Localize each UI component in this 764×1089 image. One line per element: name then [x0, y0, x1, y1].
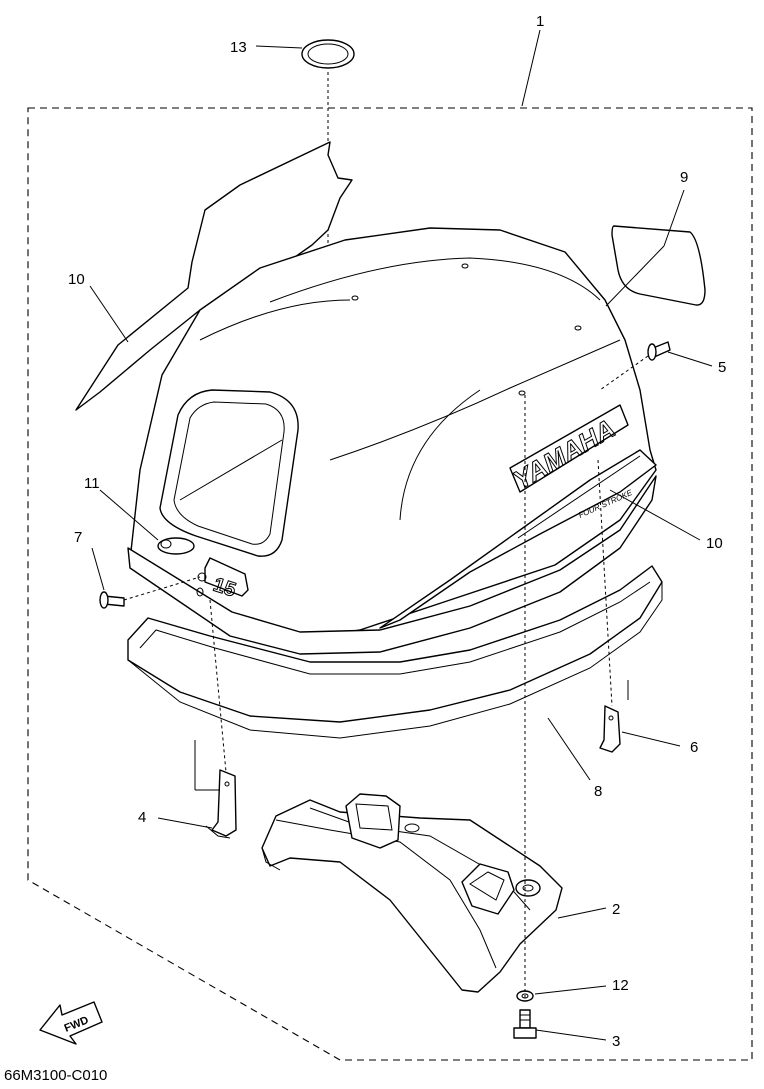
- callout-6: 6: [690, 739, 698, 756]
- part-2-frame[interactable]: [261, 793, 563, 993]
- callout-5: 5: [718, 359, 726, 376]
- callout-2: 2: [612, 901, 620, 918]
- fwd-arrow-icon: FWD: [39, 1001, 103, 1045]
- part-10-side-stripe-decal[interactable]: [379, 449, 657, 629]
- alignment-line-7: [123, 576, 201, 601]
- part-6-bracket[interactable]: [599, 705, 621, 753]
- drawing-code: 66M3100-C010: [4, 1067, 107, 1084]
- callout-4: 4: [138, 809, 146, 826]
- grommet-hole: [197, 572, 207, 582]
- part-3-bolt[interactable]: [513, 1009, 537, 1039]
- callout-13: 13: [230, 39, 247, 56]
- part-11-emblem[interactable]: [157, 537, 195, 555]
- part-5-rivet[interactable]: [647, 341, 671, 361]
- callout-8: 8: [594, 783, 602, 800]
- leader-lines: [89, 29, 713, 1041]
- callout-10-side: 10: [706, 535, 723, 552]
- alignment-line-4: [209, 599, 227, 773]
- callout-9: 9: [680, 169, 688, 186]
- part-8-cowling-seal[interactable]: [127, 565, 663, 739]
- callout-10-upper: 10: [68, 271, 85, 288]
- callout-3: 3: [612, 1033, 620, 1050]
- callout-12: 12: [612, 977, 629, 994]
- part-13-seal-ring[interactable]: [301, 39, 355, 69]
- part-7-rivet[interactable]: [99, 591, 125, 609]
- callout-1: 1: [536, 13, 544, 30]
- part-9-plate[interactable]: [611, 225, 706, 306]
- assembly-boundary: [27, 107, 753, 1061]
- callout-7: 7: [74, 529, 82, 546]
- alignment-line-5: [599, 355, 649, 391]
- callout-11: 11: [84, 475, 100, 492]
- part-4-bracket[interactable]: [205, 769, 237, 839]
- alignment-line-6: [597, 459, 613, 707]
- lower-hole: [196, 587, 204, 597]
